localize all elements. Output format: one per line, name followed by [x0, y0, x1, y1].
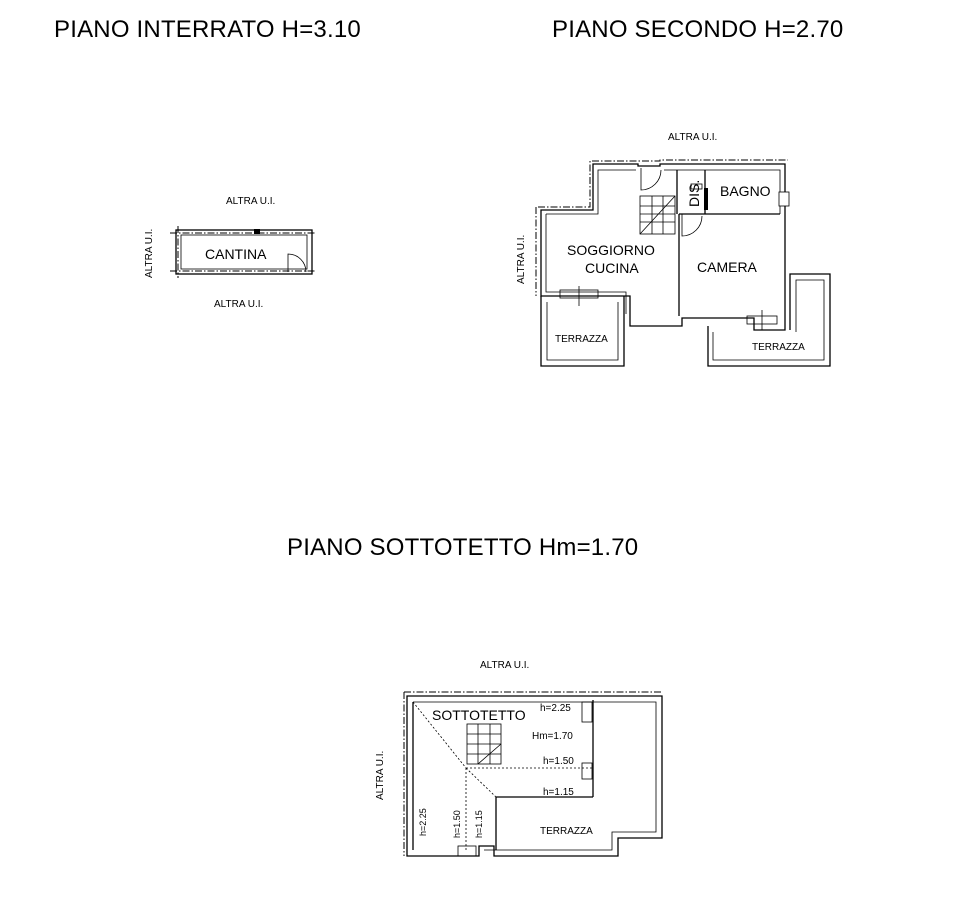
basement-neighbor-left-label: ALTRA U.I.	[144, 229, 155, 278]
height-label-hm-170: Hm=1.70	[532, 731, 573, 742]
height-label-225-left: h=2.25	[418, 808, 428, 836]
attic-height-line-115	[465, 767, 497, 798]
height-label-150-vertical: h=1.50	[452, 810, 462, 838]
cucina-label: CUCINA	[585, 260, 639, 276]
title-second-floor: PIANO SECONDO H=2.70	[552, 16, 844, 43]
soggiorno-label: SOGGIORNO	[567, 242, 655, 258]
cantina-outer-wall	[175, 229, 313, 275]
attic-neighbor-top-label: ALTRA U.I.	[480, 660, 529, 671]
sottotetto-label: SOTTOTETTO	[432, 707, 526, 723]
attic-bottom-window	[457, 845, 477, 857]
bath-window	[778, 191, 790, 207]
bedroom-door-swing	[681, 214, 703, 237]
terrace-right-inner	[712, 279, 825, 361]
attic-staircase	[466, 723, 502, 765]
attic-plan: ALTRA U.I. ALTRA U.I. SOTTOTETTO h=2.25 …	[375, 660, 663, 857]
dis-label: DIS.	[686, 180, 702, 207]
terrace-left-inner	[546, 302, 619, 361]
title-basement: PIANO INTERRATO H=3.10	[54, 16, 361, 43]
attic-terrace-label: TERRAZZA	[540, 826, 593, 837]
second-floor-neighbor-boundary-top	[538, 159, 788, 208]
cantina-door-swing	[287, 253, 307, 273]
camera-label: CAMERA	[697, 259, 758, 275]
title-attic: PIANO SOTTOTETTO Hm=1.70	[287, 534, 639, 561]
attic-skylight-top	[581, 701, 593, 723]
terrace-left-outer	[540, 296, 625, 367]
height-label-225-top: h=2.25	[540, 703, 571, 714]
cantina-inner-wall	[180, 234, 308, 270]
second-floor-staircase	[639, 195, 676, 235]
height-label-150-mid: h=1.50	[543, 756, 574, 767]
height-label-115-vertical: h=1.15	[474, 810, 484, 838]
second-floor-plan: ALTRA U.I. ALTRA U.I. SOGGIORNO CUCINA B…	[516, 132, 831, 367]
basement-plan: ALTRA U.I. ALTRA U.I. ALTRA U.I. CANTINA	[144, 196, 316, 310]
cantina-label: CANTINA	[205, 246, 267, 262]
basement-neighbor-bottom-label: ALTRA U.I.	[214, 299, 263, 310]
dis-window	[690, 183, 703, 190]
second-floor-neighbor-top-label: ALTRA U.I.	[668, 132, 717, 143]
terrace-right-outer	[707, 273, 831, 367]
attic-neighbor-left-label: ALTRA U.I.	[375, 751, 386, 800]
basement-neighbor-top-label: ALTRA U.I.	[226, 196, 275, 207]
attic-skylight-mid	[581, 762, 593, 780]
bath-door-frame	[704, 188, 708, 210]
attic-inner-wall	[413, 701, 657, 851]
second-floor-outer-wall	[540, 163, 786, 331]
entrance-door-swing	[640, 168, 662, 191]
height-label-115-right: h=1.15	[543, 787, 574, 798]
bagno-label: BAGNO	[720, 183, 771, 199]
terrace-left-label: TERRAZZA	[555, 334, 608, 345]
terrace-right-label: TERRAZZA	[752, 342, 805, 353]
second-floor-neighbor-left-label: ALTRA U.I.	[516, 235, 527, 284]
attic-outer-wall	[406, 695, 663, 857]
cantina-pillar	[254, 229, 260, 234]
